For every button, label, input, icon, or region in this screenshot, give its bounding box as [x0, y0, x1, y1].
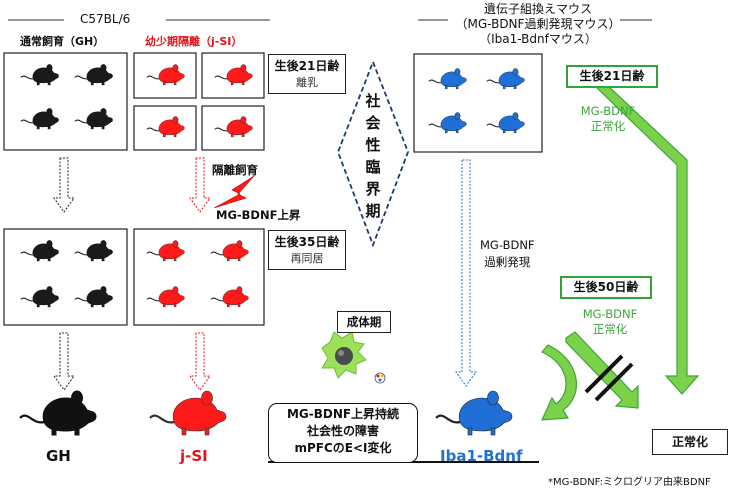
- blocked-arrow: [565, 331, 639, 409]
- critical-char-2: 会: [365, 114, 381, 132]
- age-box-35-sub: 再同居: [290, 252, 324, 265]
- gh-arrow-1: [53, 157, 75, 213]
- iba1-mouse-large: [434, 389, 514, 437]
- green-box-21: 生後21日齢: [566, 65, 658, 88]
- age-box-21-sub: 離乳: [296, 76, 318, 89]
- jsi-arrow-1: [189, 157, 211, 213]
- outcome-box: MG-BDNF上昇持続 社会性の障害 mPFCのE<I変化: [268, 403, 418, 463]
- microglia-icon: [321, 331, 386, 384]
- mgbdnf-up-label: MG-BDNF上昇: [216, 208, 301, 222]
- gh-cage-1: [3, 52, 128, 151]
- critical-char-5: 界: [365, 180, 381, 198]
- right-title-3: （Iba1-Bdnfマウス）: [479, 32, 597, 46]
- critical-period-diamond: [337, 59, 409, 248]
- lightning-icon: [213, 175, 255, 209]
- gh-mouse-large: [18, 389, 98, 437]
- gh-cage-2: [3, 228, 128, 326]
- overexpression-line-2: 過剰発現: [484, 255, 531, 269]
- outcome-line-2: 社会性の障害: [306, 424, 379, 438]
- normalization-arrow-21: [593, 85, 700, 395]
- jsi-mice-top: [146, 63, 253, 138]
- age-box-21: 生後21日齢 離乳: [268, 54, 346, 94]
- normalize-1-line-2: 正常化: [590, 119, 626, 133]
- right-title-1: 遺伝子組換えマウス: [483, 2, 592, 16]
- critical-period-label: 社 会 性 臨 界 期: [363, 90, 383, 222]
- gh-label: GH: [46, 447, 71, 465]
- critical-char-6: 期: [365, 202, 381, 220]
- c57-title: C57BL/6: [80, 12, 131, 26]
- right-title-2: （MG-BDNF過剰発現マウス）: [455, 17, 621, 31]
- gh-header: 通常飼育（GH）: [20, 35, 105, 48]
- gh-arrow-2: [53, 332, 75, 391]
- iba1-cage: [413, 53, 543, 153]
- jsi-mouse-large: [148, 389, 228, 437]
- age-box-21-title: 生後21日齢: [274, 59, 340, 73]
- iba1-label: Iba1-Bdnf: [440, 447, 523, 465]
- critical-char-3: 性: [365, 136, 381, 154]
- jsi-label: j-SI: [180, 447, 208, 465]
- adult-label: 成体期: [337, 311, 391, 333]
- normalize-1-line-1: MG-BDNF: [580, 104, 636, 118]
- age-box-35-title: 生後35日齢: [274, 235, 340, 249]
- outcome-line-1: MG-BDNF上昇持続: [286, 407, 400, 421]
- curved-arrow: [541, 344, 578, 421]
- jsi-cage-5: [133, 228, 265, 326]
- green-box-50: 生後50日齢: [560, 276, 652, 299]
- footnote: *MG-BDNF:ミクログリア由来BDNF: [548, 477, 711, 488]
- normalize-label-1: MG-BDNF 正常化: [572, 104, 644, 134]
- critical-char-4: 臨: [365, 158, 381, 176]
- jsi-header: 幼少期隔離（j-SI）: [145, 35, 243, 48]
- overexpression-line-1: MG-BDNF: [480, 238, 535, 252]
- normalized-box: 正常化: [652, 429, 728, 455]
- iba1-arrow: [455, 159, 477, 387]
- outcome-line-3: mPFCのE<I変化: [294, 441, 392, 455]
- critical-char-1: 社: [365, 92, 381, 110]
- jsi-cage-2: [201, 52, 265, 99]
- isolation-label: 隔離飼育: [212, 163, 258, 177]
- normalize-2-line-1: MG-BDNF: [582, 307, 638, 321]
- overexpression-label: MG-BDNF 過剰発現: [480, 238, 535, 270]
- jsi-arrow-2: [189, 332, 211, 391]
- normalize-label-2: MG-BDNF 正常化: [574, 307, 646, 337]
- age-box-35: 生後35日齢 再同居: [268, 230, 346, 270]
- normalize-2-line-2: 正常化: [592, 322, 628, 336]
